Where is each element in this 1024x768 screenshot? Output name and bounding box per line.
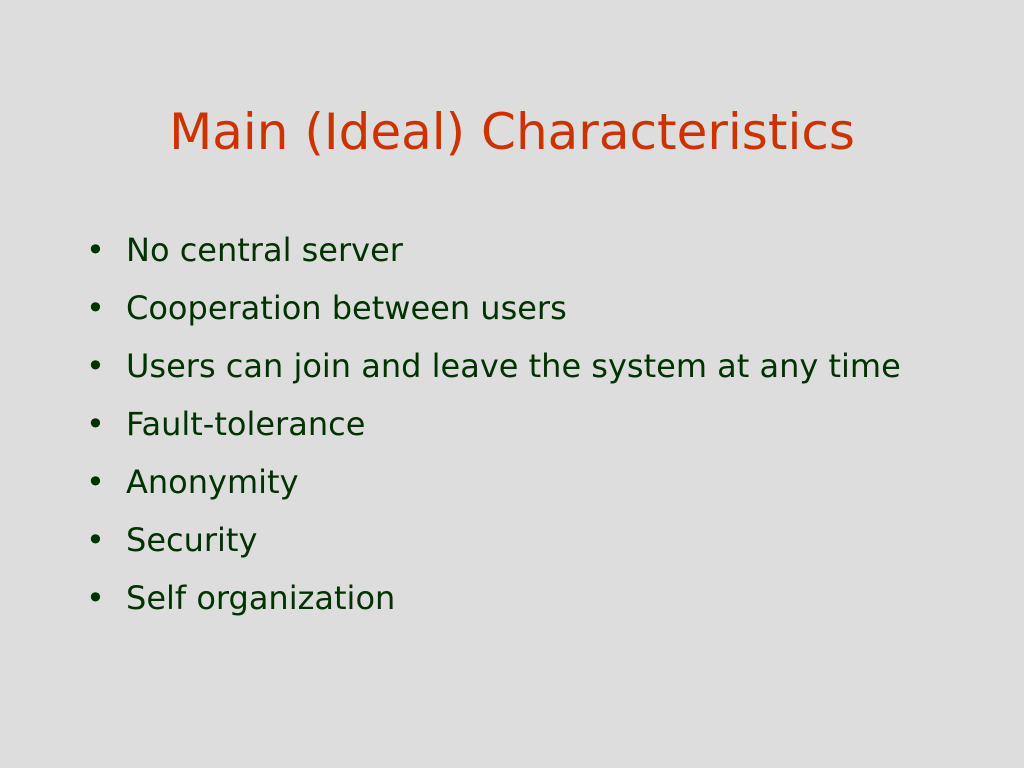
bullet-list: No central server Cooperation between us…	[86, 228, 946, 634]
bullet-item: Fault-tolerance	[86, 402, 946, 447]
bullet-item: No central server	[86, 228, 946, 273]
slide-title: Main (Ideal) Characteristics	[169, 103, 855, 161]
bullet-item: Users can join and leave the system at a…	[86, 344, 946, 389]
bullet-item: Security	[86, 518, 946, 563]
bullet-item: Cooperation between users	[86, 286, 946, 331]
bullet-item: Anonymity	[86, 460, 946, 505]
bullet-item: Self organization	[86, 576, 946, 621]
